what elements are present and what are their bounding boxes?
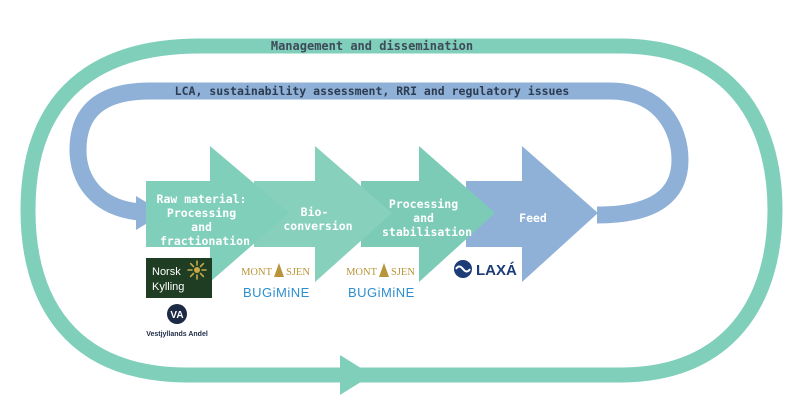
logo-montasjen-1: MONT SJEN xyxy=(241,263,310,278)
montasjen-right: SJEN xyxy=(391,267,415,278)
starburst-icon xyxy=(187,260,207,280)
step-label-raw-material: Raw material: Processing and fractionati… xyxy=(157,192,254,248)
step-arrow-bioconversion xyxy=(254,146,392,282)
step-arrow-processing xyxy=(361,146,495,282)
step-label-line: and xyxy=(191,220,212,234)
step-label-bioconversion: Bio- conversion xyxy=(283,205,352,233)
step-arrow-feed xyxy=(466,146,598,282)
montasjen-right: SJEN xyxy=(286,267,310,278)
tower-icon xyxy=(274,263,284,277)
norsk-kylling-line1: Norsk xyxy=(152,266,181,278)
step-label-processing: Processing and stabilisation xyxy=(382,197,472,239)
laxa-text: LAXÁ xyxy=(476,262,517,279)
step-label-line: Processing xyxy=(167,206,236,220)
vestjyllands-text: Vestjyllands Andel xyxy=(146,331,208,338)
step-label-line: and xyxy=(413,211,434,225)
inner-loop: LCA, sustainability assessment, RRI and … xyxy=(69,82,689,230)
step-label-line: Bio- xyxy=(301,205,329,219)
inner-loop-label: LCA, sustainability assessment, RRI and … xyxy=(175,84,570,98)
outer-loop-label: Management and dissemination xyxy=(271,39,473,53)
bugimine-text: BUGiMiNE xyxy=(243,285,310,300)
step-label-line: Processing xyxy=(389,197,458,211)
logo-bugimine-1: BUGiMiNE xyxy=(243,285,310,300)
outer-loop-arrowhead xyxy=(340,355,372,395)
step-label-line: Feed xyxy=(519,211,547,225)
inner-loop-band xyxy=(69,82,689,224)
tower-icon xyxy=(379,263,389,277)
norsk-kylling-line2: Kylling xyxy=(152,281,184,293)
logo-montasjen-2: MONT SJEN xyxy=(346,263,415,278)
vestjyllands-emblem xyxy=(167,304,187,324)
montasjen-left: MONT xyxy=(346,267,378,278)
outer-loop: Management and dissemination xyxy=(20,38,783,395)
logo-vestjyllands-andel: VA Vestjyllands Andel xyxy=(146,304,208,338)
step-label-line: stabilisation xyxy=(382,225,472,239)
logo-laxa: LAXÁ xyxy=(454,260,517,279)
norsk-kylling-badge xyxy=(146,258,212,298)
step-label-line: Raw material: xyxy=(157,192,247,206)
step-label-line: conversion xyxy=(283,219,352,233)
process-arrows: Raw material: Processing and fractionati… xyxy=(146,146,598,282)
outer-loop-band xyxy=(20,38,783,383)
laxa-emblem-wave xyxy=(455,265,471,273)
vestjyllands-mark: VA xyxy=(170,310,183,321)
bugimine-text: BUGiMiNE xyxy=(348,285,415,300)
logo-norsk-kylling: Norsk Kylling xyxy=(146,258,212,298)
step-label-line: fractionation xyxy=(160,234,250,248)
logo-bugimine-2: BUGiMiNE xyxy=(348,285,415,300)
step-arrow-raw-material xyxy=(146,146,289,282)
montasjen-left: MONT xyxy=(241,267,273,278)
step-label-feed: Feed xyxy=(519,211,547,225)
